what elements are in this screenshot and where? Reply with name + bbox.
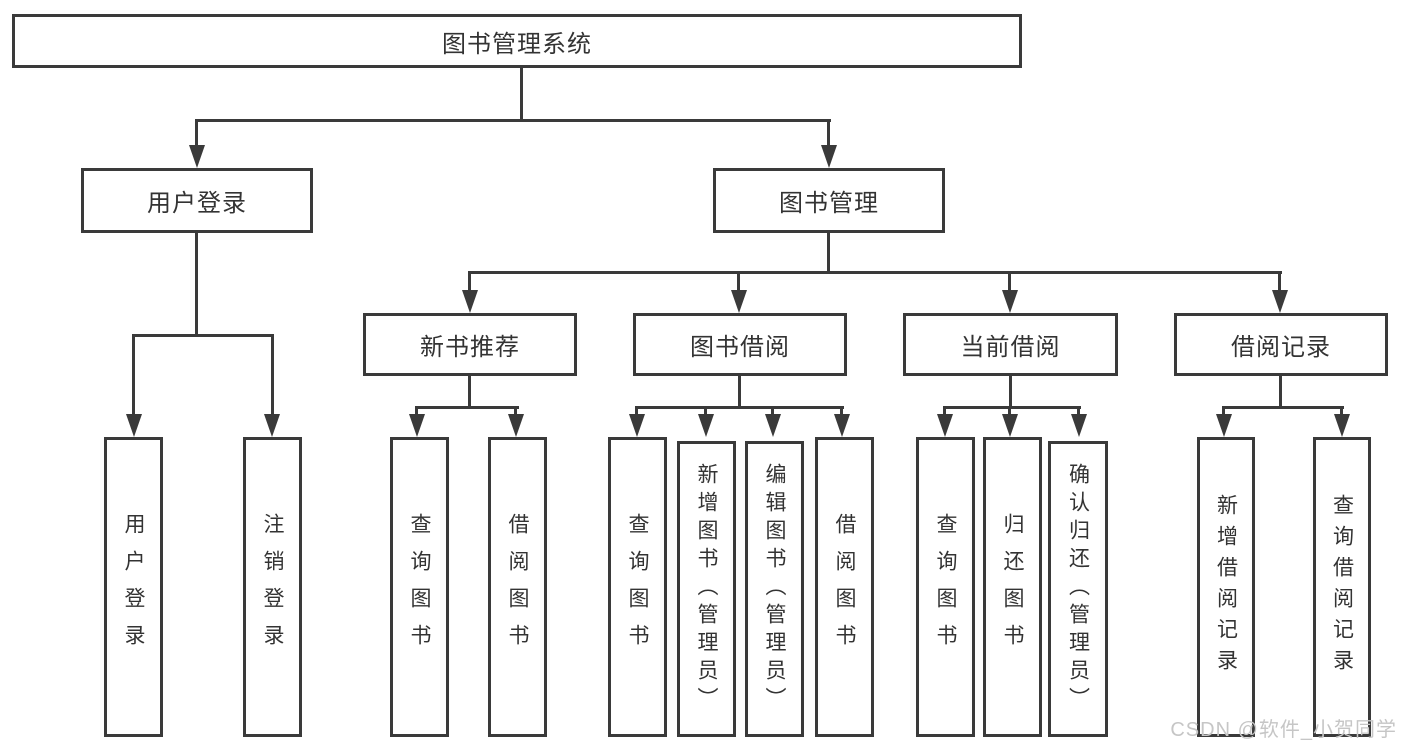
arrowhead-to-leaf-logout bbox=[264, 414, 280, 437]
connector-root-stub bbox=[520, 66, 523, 122]
node-borrow-records-label: 借阅记录 bbox=[1231, 334, 1331, 361]
leaf-br-query-record-label: 查询借阅记录 bbox=[1330, 494, 1354, 680]
connector-to-cb-query bbox=[943, 406, 946, 418]
connector-br-hline bbox=[1222, 406, 1344, 409]
arrowhead-to-cb-query bbox=[937, 414, 953, 437]
leaf-bb-edit-books-label: 编辑图书（管理员） bbox=[763, 463, 786, 715]
node-book-management: 图书管理 bbox=[713, 168, 945, 233]
arrowhead-to-bb-add bbox=[698, 414, 714, 437]
arrowhead-to-current-borrow bbox=[1002, 290, 1018, 313]
leaf-bb-borrow-books-label: 借阅图书 bbox=[833, 513, 856, 661]
connector-user-login-hline bbox=[132, 334, 274, 337]
leaf-cb-confirm-return-label: 确认归还（管理员） bbox=[1066, 463, 1090, 715]
watermark: CSDN @软件_小贺同学 bbox=[1170, 719, 1397, 741]
connector-to-book-management bbox=[827, 119, 830, 147]
leaf-logout: 注销登录 bbox=[243, 437, 302, 737]
arrowhead-to-cb-return bbox=[1002, 414, 1018, 437]
arrowhead-to-borrow-records bbox=[1272, 290, 1288, 313]
node-user-login: 用户登录 bbox=[81, 168, 313, 233]
arrowhead-to-br-query bbox=[1334, 414, 1350, 437]
arrowhead-to-br-add bbox=[1216, 414, 1232, 437]
arrowhead-to-user-login bbox=[189, 145, 205, 168]
arrowhead-to-book-borrow bbox=[731, 290, 747, 313]
leaf-bb-query-books-label: 查询图书 bbox=[626, 513, 649, 661]
node-new-book-recommend: 新书推荐 bbox=[363, 313, 577, 376]
leaf-br-add-record: 新增借阅记录 bbox=[1197, 437, 1255, 737]
leaf-bb-edit-books: 编辑图书（管理员） bbox=[745, 441, 804, 737]
connector-to-br-add bbox=[1222, 406, 1225, 418]
leaf-cb-return-books: 归还图书 bbox=[983, 437, 1042, 737]
connector-to-borrow-records bbox=[1278, 271, 1281, 293]
leaf-bb-borrow-books: 借阅图书 bbox=[815, 437, 874, 737]
node-root-label: 图书管理系统 bbox=[442, 30, 592, 58]
connector-to-br-query bbox=[1340, 406, 1343, 418]
node-root: 图书管理系统 bbox=[12, 14, 1022, 68]
arrowhead-to-bb-borrow bbox=[834, 414, 850, 437]
connector-book-management-stub bbox=[827, 233, 830, 274]
connector-to-bb-add bbox=[704, 406, 707, 418]
connector-to-bb-edit bbox=[771, 406, 774, 418]
connector-nbr-stub bbox=[468, 376, 471, 408]
connector-to-nbr-query bbox=[415, 406, 418, 418]
leaf-nbr-query-books-label: 查询图书 bbox=[408, 513, 431, 661]
connector-to-leaf-user-login bbox=[132, 334, 135, 417]
connector-bb-stub bbox=[738, 376, 741, 408]
connector-to-new-book-recommend bbox=[468, 271, 471, 293]
arrowhead-to-nbr-query bbox=[409, 414, 425, 437]
connector-to-bb-query bbox=[635, 406, 638, 418]
leaf-bb-add-books: 新增图书（管理员） bbox=[677, 441, 736, 737]
arrowhead-to-book-management bbox=[821, 145, 837, 168]
arrowhead-to-new-book-recommend bbox=[462, 290, 478, 313]
connector-cb-stub bbox=[1009, 376, 1012, 408]
arrowhead-to-bb-query bbox=[629, 414, 645, 437]
leaf-logout-label: 注销登录 bbox=[261, 513, 284, 661]
connector-bb-hline bbox=[635, 406, 844, 409]
leaf-nbr-borrow-books: 借阅图书 bbox=[488, 437, 547, 737]
connector-to-user-login bbox=[195, 119, 198, 147]
connector-level2-hline bbox=[468, 271, 1282, 274]
node-current-borrow-label: 当前借阅 bbox=[960, 334, 1061, 361]
connector-level1-hline bbox=[196, 119, 831, 122]
leaf-user-login: 用户登录 bbox=[104, 437, 163, 737]
connector-cb-hline bbox=[943, 406, 1081, 409]
node-current-borrow: 当前借阅 bbox=[903, 313, 1118, 376]
leaf-br-add-record-label: 新增借阅记录 bbox=[1214, 494, 1238, 680]
arrowhead-to-bb-edit bbox=[765, 414, 781, 437]
node-book-borrow: 图书借阅 bbox=[633, 313, 847, 376]
connector-user-login-stub bbox=[195, 233, 198, 336]
leaf-nbr-borrow-books-label: 借阅图书 bbox=[506, 513, 529, 661]
arrowhead-to-cb-confirm bbox=[1071, 414, 1087, 437]
connector-to-current-borrow bbox=[1008, 271, 1011, 293]
connector-to-book-borrow bbox=[737, 271, 740, 293]
leaf-bb-query-books: 查询图书 bbox=[608, 437, 667, 737]
connector-br-stub bbox=[1279, 376, 1282, 408]
connector-to-cb-return bbox=[1008, 406, 1011, 418]
leaf-cb-return-books-label: 归还图书 bbox=[1001, 513, 1024, 661]
node-borrow-records: 借阅记录 bbox=[1174, 313, 1388, 376]
leaf-user-login-label: 用户登录 bbox=[122, 513, 145, 661]
leaf-cb-query-books-label: 查询图书 bbox=[934, 513, 957, 661]
leaf-nbr-query-books: 查询图书 bbox=[390, 437, 449, 737]
leaf-br-query-record: 查询借阅记录 bbox=[1313, 437, 1371, 737]
leaf-cb-query-books: 查询图书 bbox=[916, 437, 975, 737]
connector-to-bb-borrow bbox=[840, 406, 843, 418]
arrowhead-to-leaf-user-login bbox=[126, 414, 142, 437]
node-book-management-label: 图书管理 bbox=[779, 190, 879, 217]
node-book-borrow-label: 图书借阅 bbox=[690, 334, 790, 361]
node-new-book-recommend-label: 新书推荐 bbox=[420, 334, 520, 361]
leaf-bb-add-books-label: 新增图书（管理员） bbox=[695, 463, 718, 715]
connector-to-cb-confirm bbox=[1077, 406, 1080, 418]
arrowhead-to-nbr-borrow bbox=[508, 414, 524, 437]
connector-to-leaf-logout bbox=[271, 334, 274, 417]
connector-nbr-hline bbox=[415, 406, 519, 409]
node-user-login-label: 用户登录 bbox=[147, 190, 247, 217]
leaf-cb-confirm-return: 确认归还（管理员） bbox=[1048, 441, 1108, 737]
connector-to-nbr-borrow bbox=[514, 406, 517, 418]
